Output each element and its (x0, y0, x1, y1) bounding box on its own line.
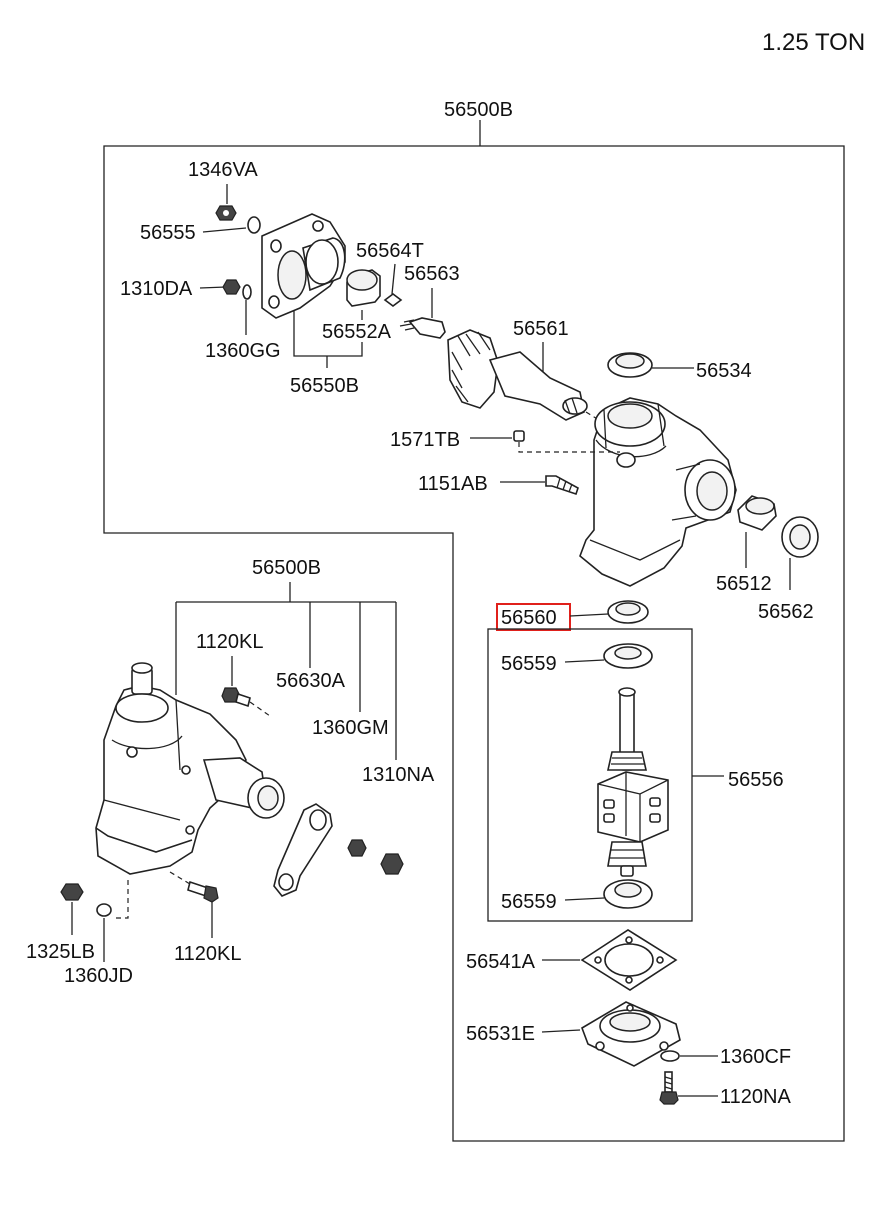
part-1360JD-label[interactable]: 1360JD (64, 965, 133, 987)
part-1120KL-lower-label[interactable]: 1120KL (174, 943, 241, 965)
bolt-1120NA (659, 1071, 679, 1105)
plug-1571TB (513, 430, 525, 442)
part-56559-lower-label[interactable]: 56559 (501, 891, 557, 913)
part-56559-upper-label[interactable]: 56559 (501, 653, 557, 675)
end-cover-56531E (581, 1001, 681, 1067)
main-assembly-label[interactable]: 56500B (444, 99, 513, 121)
sector-shaft-56561 (447, 329, 588, 421)
part-1325LB-label[interactable]: 1325LB (26, 941, 95, 963)
tonnage-label: 1.25 TON (762, 29, 865, 56)
part-1120NA-label[interactable]: 1120NA (720, 1086, 791, 1108)
main-assembly-frame (103, 145, 845, 1142)
part-1120KL-upper-label[interactable]: 1120KL (196, 631, 263, 653)
part-56562-label[interactable]: 56562 (758, 601, 814, 623)
washer-1360JD (96, 903, 112, 917)
part-56561-label[interactable]: 56561 (513, 318, 569, 340)
worm-assembly-frame (487, 628, 693, 922)
bolt-1120KL-upper (221, 687, 251, 708)
washer-56555 (247, 216, 261, 234)
complete-gearbox (95, 662, 285, 875)
part-56541A-label[interactable]: 56541A (466, 951, 536, 973)
nut-1310NA (380, 853, 404, 875)
part-56531E-label[interactable]: 56531E (466, 1023, 535, 1045)
nut-1325LB (60, 883, 84, 901)
bushing-56552A (346, 269, 381, 307)
part-1571TB-label[interactable]: 1571TB (390, 429, 460, 451)
part-1346VA-label[interactable]: 1346VA (188, 159, 258, 181)
part-1310DA-label[interactable]: 1310DA (120, 278, 193, 300)
seal-56562 (781, 516, 819, 558)
side-cover-56550B (261, 213, 346, 319)
part-56555-label[interactable]: 56555 (140, 222, 196, 244)
part-1310NA-label[interactable]: 1310NA (362, 764, 435, 786)
adjust-screw-56563 (399, 317, 446, 339)
washer-1360GM (347, 839, 367, 857)
nut-1310DA (222, 279, 241, 295)
bearing-56559-lower (603, 879, 653, 909)
part-56534-label[interactable]: 56534 (696, 360, 752, 382)
part-1151AB-label[interactable]: 1151AB (418, 473, 488, 495)
part-1360GM-label[interactable]: 1360GM (312, 717, 389, 739)
part-56556-label[interactable]: 56556 (728, 769, 784, 791)
seal-56534 (607, 352, 653, 378)
nut-1346VA (215, 205, 237, 221)
part-56564T-label[interactable]: 56564T (356, 240, 424, 262)
part-56552A-label[interactable]: 56552A (322, 321, 392, 343)
pitman-arm (273, 803, 333, 897)
part-1360GG-label[interactable]: 1360GG (205, 340, 281, 362)
highlight-box (496, 603, 571, 631)
part-56512-label[interactable]: 56512 (716, 573, 772, 595)
bearing-56559-upper (603, 643, 653, 669)
bolt-1151AB (545, 475, 579, 496)
bolt-1120KL-lower (187, 880, 219, 903)
gear-housing (579, 397, 737, 587)
bushing-56512 (737, 495, 777, 531)
washer-1360CF (660, 1050, 680, 1062)
bearing-56560 (607, 600, 649, 624)
part-56630A-label[interactable]: 56630A (276, 670, 346, 692)
part-1360CF-label[interactable]: 1360CF (720, 1046, 791, 1068)
washer-1360GG (242, 284, 252, 300)
lock-56564T (383, 293, 403, 307)
part-56550B-label[interactable]: 56550B (290, 375, 359, 397)
part-56563-label[interactable]: 56563 (404, 263, 460, 285)
lower-assembly-label[interactable]: 56500B (252, 557, 321, 579)
worm-shaft (597, 687, 669, 877)
part-56560-label[interactable]: 56560 (501, 607, 557, 629)
gasket-56541A (580, 929, 678, 991)
